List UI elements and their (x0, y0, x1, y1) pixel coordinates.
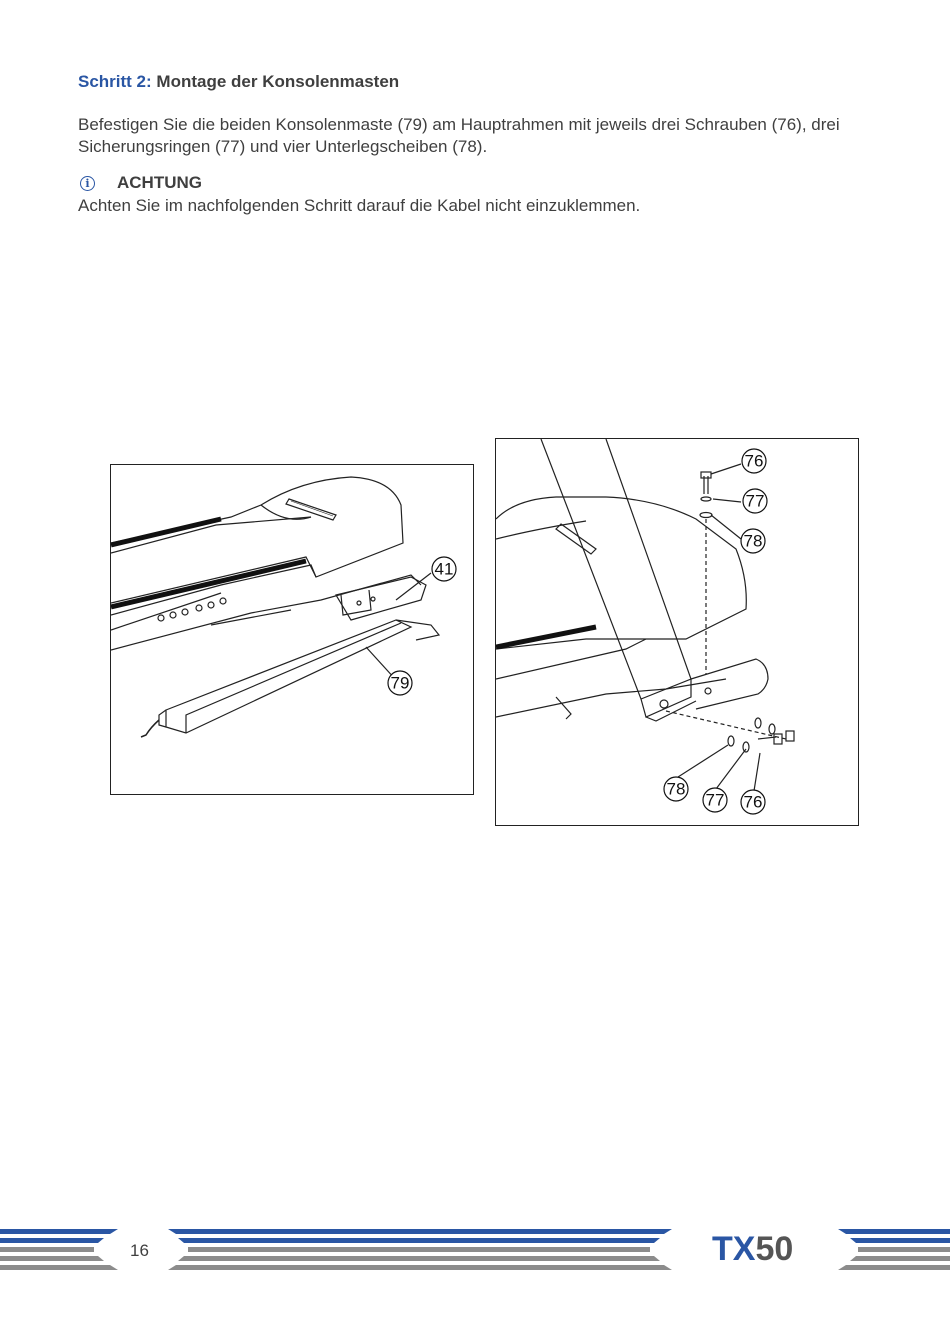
step-label: Schritt 2: (78, 72, 152, 91)
instruction-line-2: Sicherungsringen (77) und vier Unterlegs… (78, 137, 488, 156)
notice-text: Achten Sie im nachfolgenden Schritt dara… (78, 196, 641, 215)
callout-77-bottom: 77 (702, 787, 728, 813)
svg-text:78: 78 (667, 780, 686, 799)
svg-text:79: 79 (391, 674, 410, 693)
step-heading: Schritt 2: Montage der Konsolenmasten (78, 72, 399, 92)
svg-text:78: 78 (744, 532, 763, 551)
step-title: Montage der Konsolenmasten (156, 72, 400, 91)
callout-78-top: 78 (740, 528, 766, 554)
model-prefix: TX (712, 1230, 756, 1268)
model-logo: TX50 (712, 1230, 793, 1269)
svg-text:76: 76 (744, 793, 763, 812)
svg-text:41: 41 (435, 560, 454, 579)
callout-76-top: 76 (741, 448, 767, 474)
notice-title: ACHTUNG (117, 173, 202, 192)
assembly-figure-right: 76 77 78 78 77 76 (495, 438, 859, 826)
treadmill-frame-drawing-left: 41 79 (111, 476, 457, 738)
callout-79: 79 (387, 670, 413, 696)
model-number: 50 (755, 1230, 794, 1268)
svg-text:77: 77 (746, 492, 765, 511)
treadmill-frame-drawing-right: 76 77 78 78 77 76 (496, 439, 795, 815)
svg-text:77: 77 (706, 791, 725, 810)
info-icon: i (80, 175, 95, 191)
callout-77-top: 77 (742, 488, 768, 514)
page-number: 16 (130, 1241, 149, 1260)
callout-41: 41 (431, 556, 457, 582)
assembly-figure-left: 41 79 (110, 464, 474, 795)
svg-text:76: 76 (745, 452, 764, 471)
instruction-line-1: Befestigen Sie die beiden Konsolenmaste … (78, 115, 840, 134)
callout-76-bottom: 76 (740, 789, 766, 815)
instruction-text: Befestigen Sie die beiden Konsolenmaste … (78, 114, 878, 158)
footer-stripes (0, 1229, 950, 1270)
callout-78-bottom: 78 (663, 776, 689, 802)
notice-header: i ACHTUNG (78, 172, 202, 194)
